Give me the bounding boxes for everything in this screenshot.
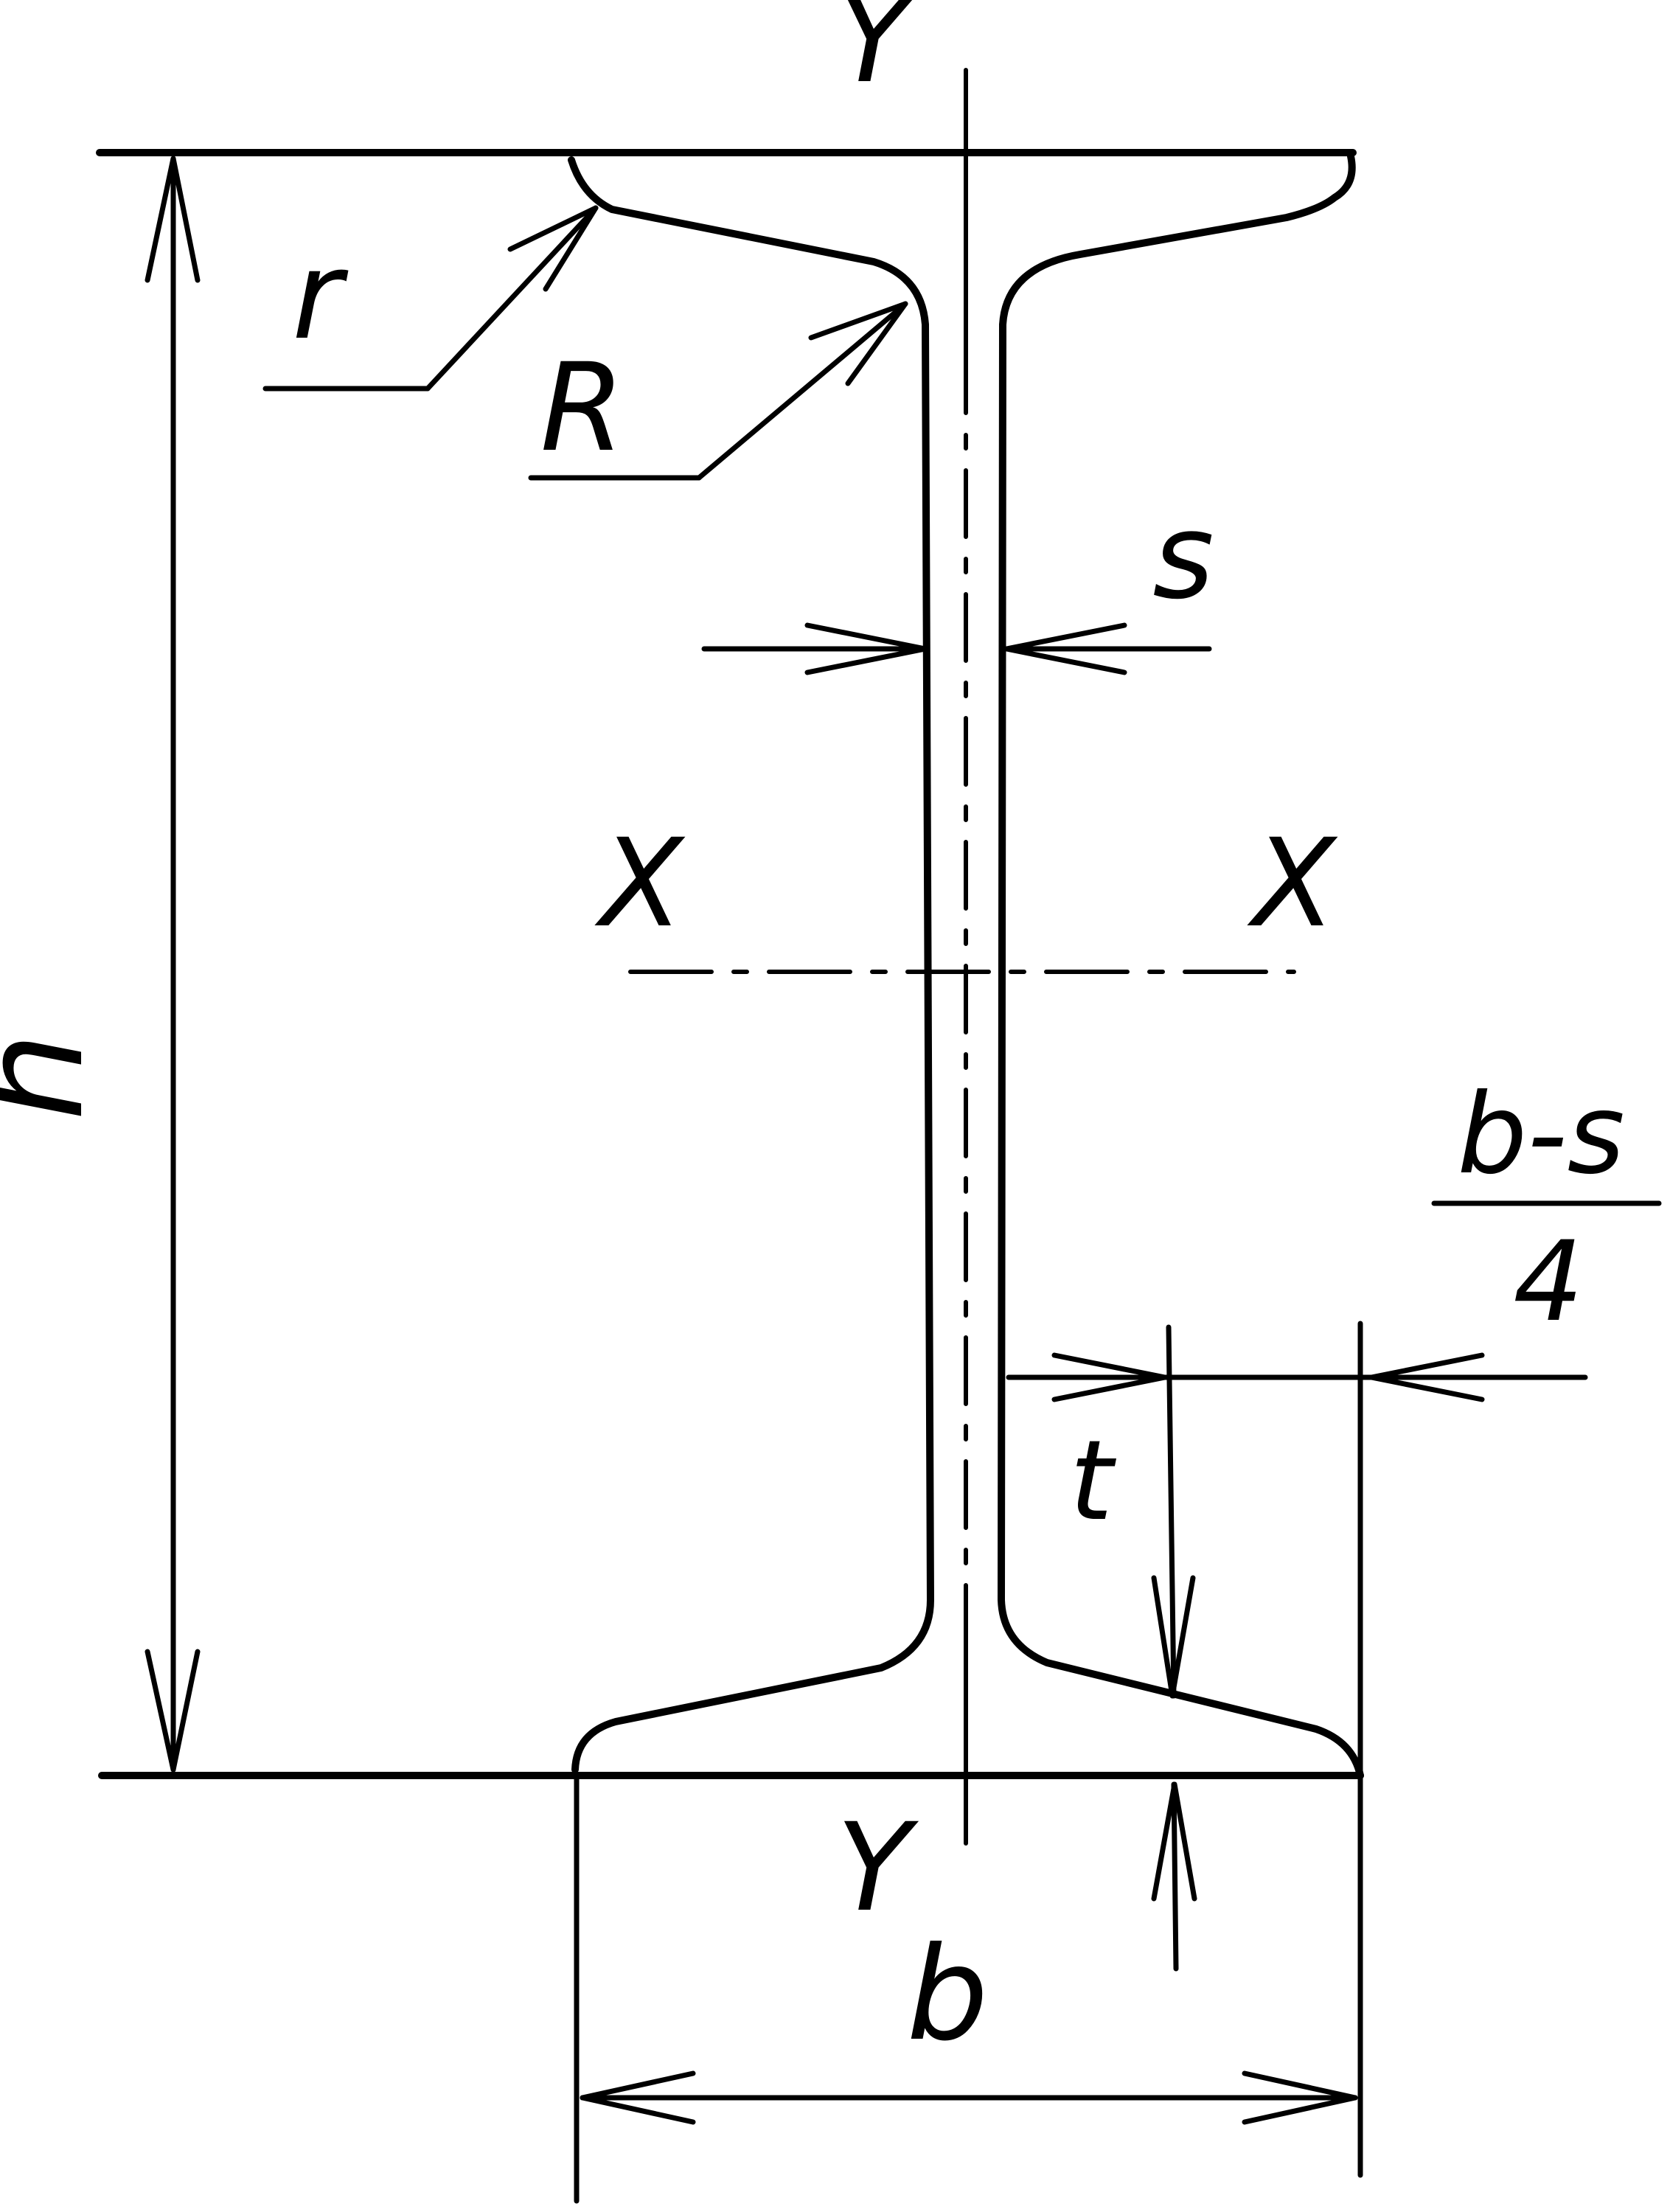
slope-fraction-denominator: 4 — [1513, 1218, 1583, 1346]
web-thickness-arrow-right — [1003, 622, 1127, 675]
root-radius-leader: R — [528, 301, 908, 481]
flange-thickness-dimension: t — [1070, 1324, 1197, 1972]
height-label: h — [0, 1032, 114, 1121]
slope-fraction-numerator: b-s — [1457, 1071, 1625, 1199]
toe-radius-arrowhead — [507, 205, 599, 292]
flange-width-label: b — [906, 1920, 988, 2070]
root-radius-leader-arrow-line — [696, 301, 908, 481]
flange-width-arrow-right — [1242, 2070, 1358, 2125]
web-thickness-label: s — [1152, 487, 1214, 625]
flange-width-dimension: b — [574, 1773, 1358, 2204]
slope-location-arrow-right — [1368, 1352, 1485, 1402]
flange-thickness-arrow-bottom — [1151, 1781, 1197, 1902]
flange-thickness-line-upper — [1166, 1324, 1177, 1699]
x-axis-label-left: X — [594, 813, 686, 954]
root-radius-arrowhead — [808, 301, 908, 386]
toe-radius-leader: r — [262, 205, 599, 392]
web-thickness-arrow-left — [804, 622, 928, 675]
slope-location-arrow-left — [1051, 1352, 1168, 1402]
profile-right-contour — [998, 153, 1364, 1779]
height-dimension: h — [0, 156, 201, 1773]
flange-thickness-label: t — [1070, 1417, 1117, 1545]
toe-radius-label: r — [292, 225, 349, 366]
y-axis-label-bottom: Y — [837, 1797, 919, 1938]
y-axis-label-top: Y — [837, 0, 919, 110]
x-axis-label-right: X — [1246, 813, 1338, 954]
flange-thickness-line-lower — [1171, 1781, 1179, 1972]
flange-width-arrow-left — [580, 2070, 696, 2125]
height-arrow-bottom — [145, 1649, 201, 1773]
flange-thickness-arrow-top — [1151, 1575, 1196, 1699]
height-arrow-top — [145, 156, 201, 283]
axes — [628, 68, 1296, 1846]
toe-radius-leader-arrow-line — [425, 205, 599, 392]
profile-left-contour — [568, 156, 934, 1773]
slope-location-dimension: b-s 4 — [1006, 1071, 1662, 2178]
root-radius-label: R — [540, 337, 625, 479]
web-thickness-dimension: s — [701, 487, 1214, 675]
i-beam-profile — [96, 149, 1364, 1779]
